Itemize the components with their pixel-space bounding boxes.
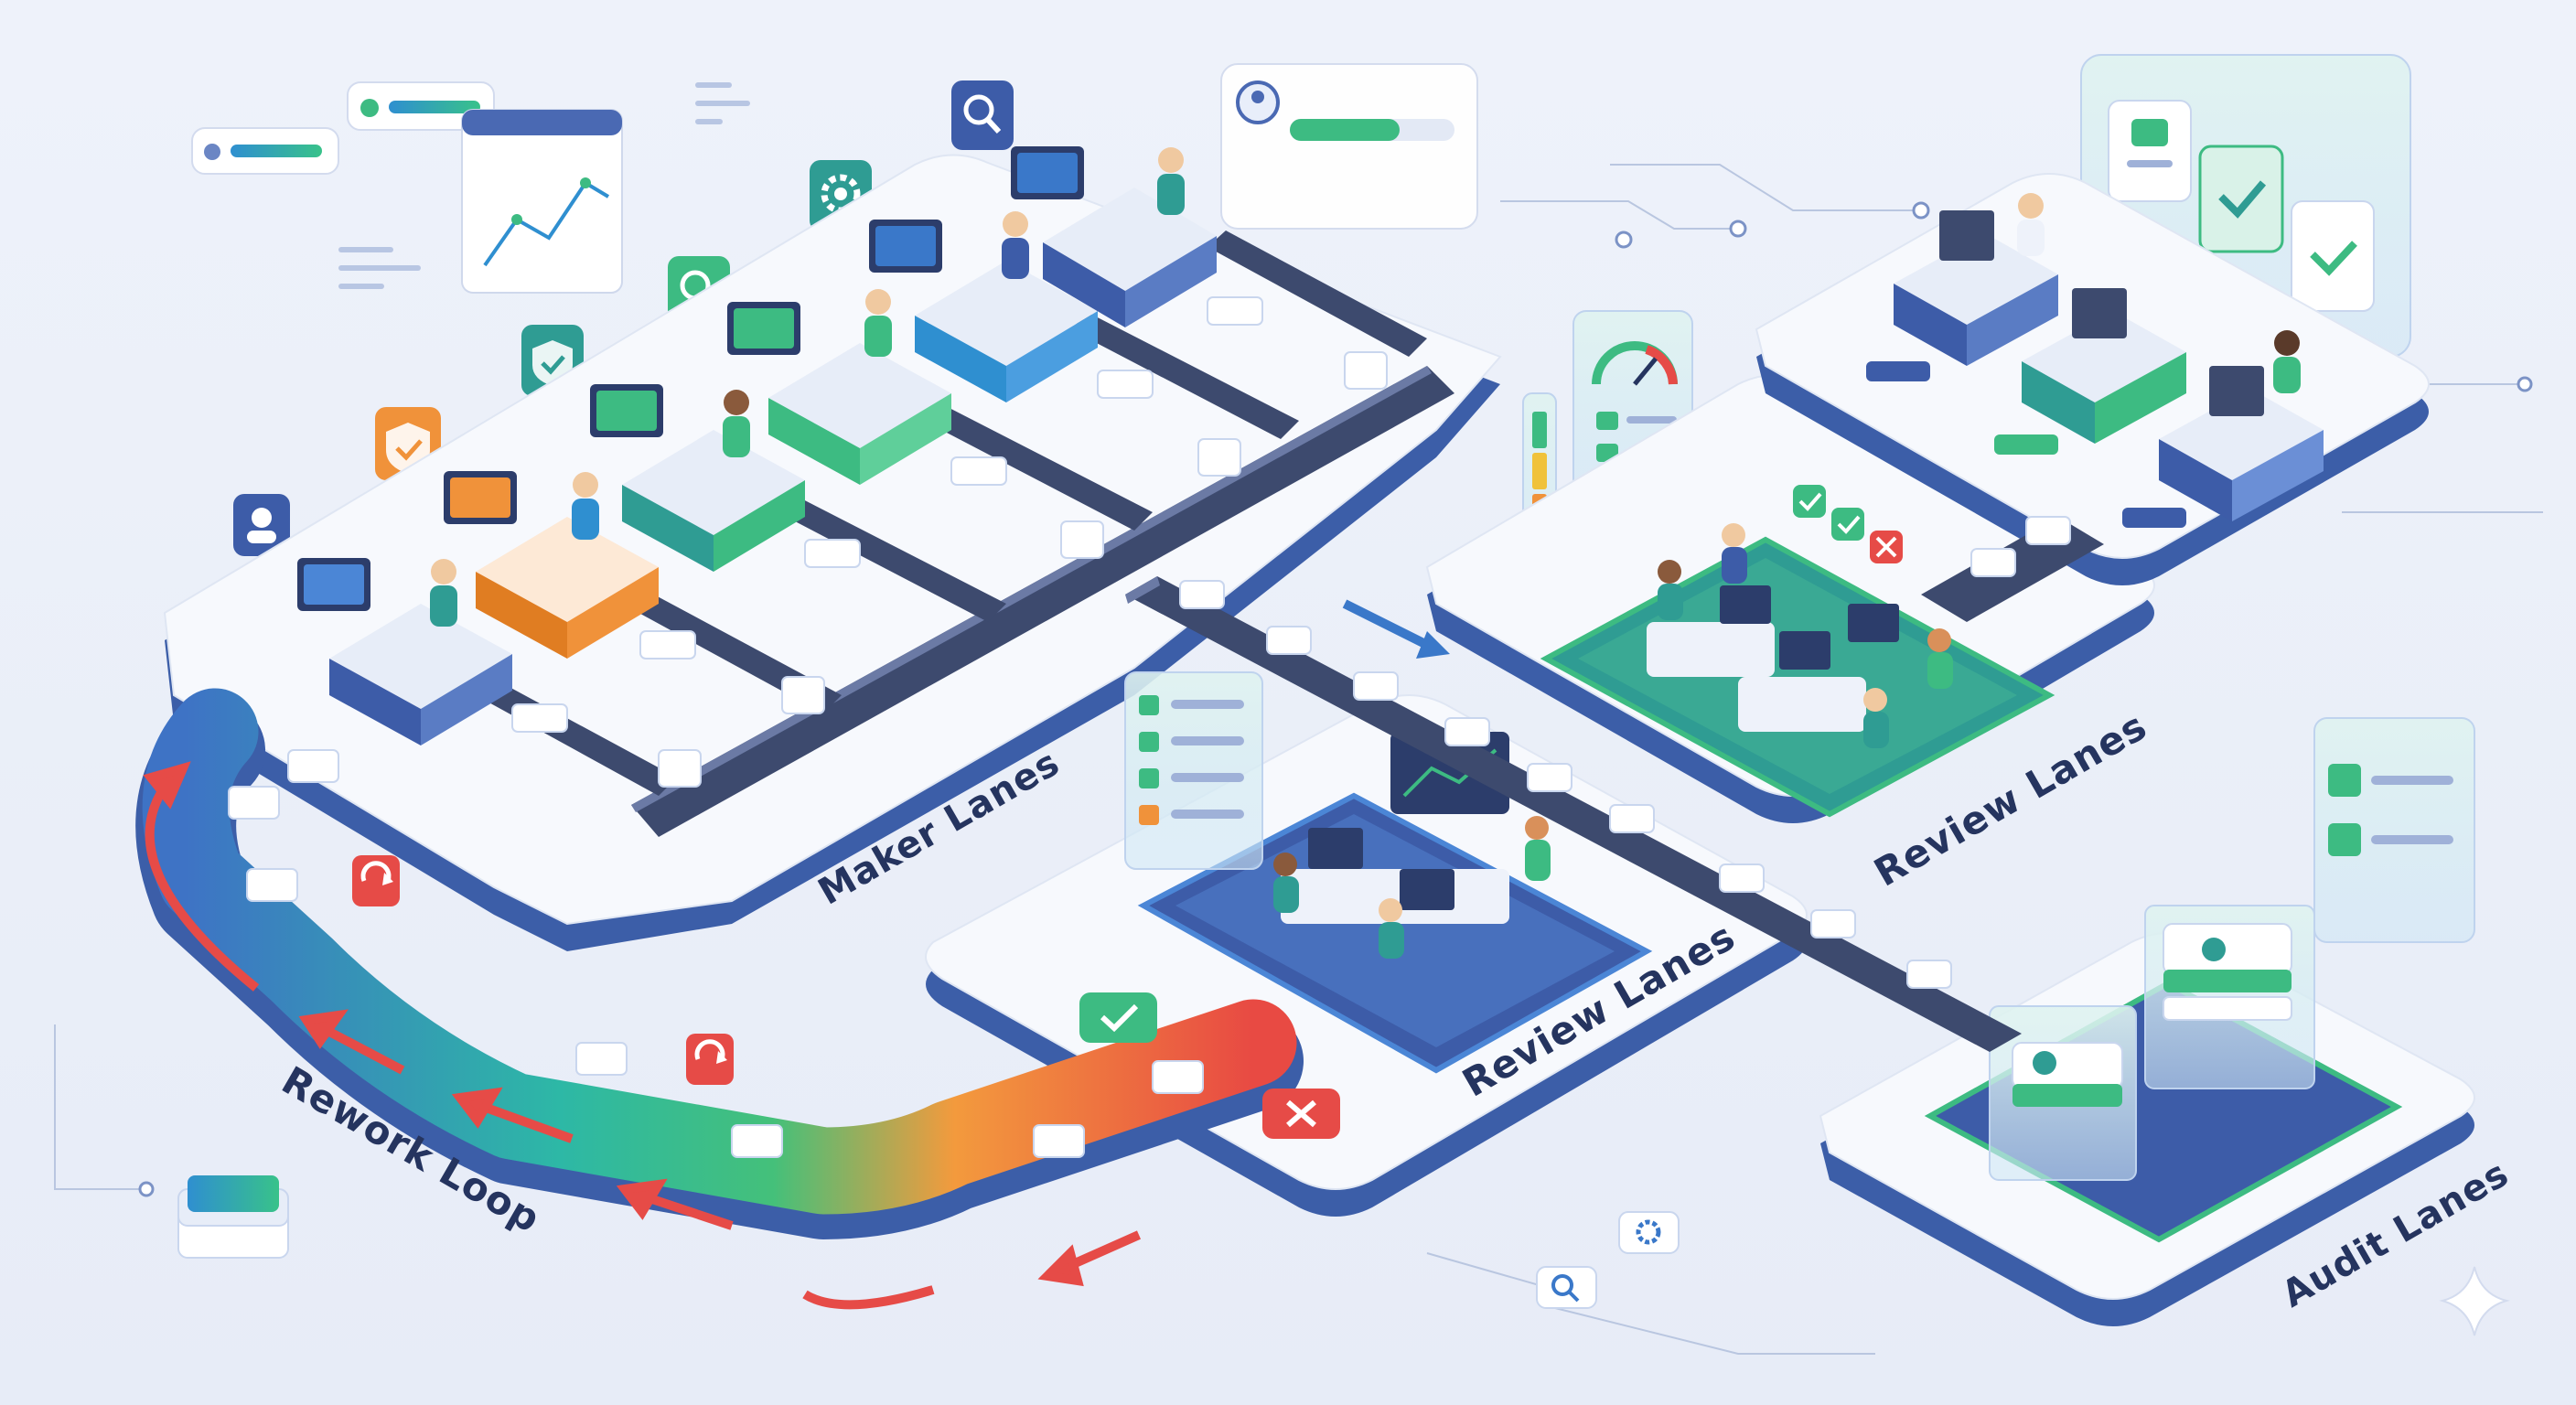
workstation (869, 211, 1098, 402)
x-icon (1262, 1089, 1340, 1139)
work-items (511, 296, 1388, 788)
gear-icon (1618, 1211, 1680, 1254)
status-pill (347, 81, 495, 131)
search-icon (1536, 1266, 1597, 1309)
review-checklist-panel (1124, 671, 1263, 870)
workstation (727, 289, 951, 485)
check-icon (1079, 992, 1157, 1043)
stacked-module (177, 1175, 289, 1259)
maker-conveyors (476, 231, 1454, 837)
maker-workstations (297, 146, 1217, 745)
rework-arrows (143, 761, 1142, 1310)
circuit-nodes (138, 201, 2533, 1197)
decision-chips (1793, 485, 1903, 563)
status-pill (191, 127, 339, 175)
main-conveyor (1125, 516, 2104, 1052)
workstation (444, 471, 659, 659)
chart-window-panel (461, 109, 623, 294)
workstation (1011, 146, 1217, 327)
search-icon (951, 80, 1014, 150)
progress-panel (1220, 63, 1478, 230)
audit-checklist-panel (2313, 717, 2475, 943)
user-shield-icon (233, 494, 290, 556)
workstation (297, 558, 512, 745)
audit-desk-platform (1755, 173, 2430, 585)
data-stream (338, 82, 750, 289)
refresh-icon (352, 855, 400, 906)
review-right-platform (1425, 374, 2155, 823)
refresh-icon (686, 1034, 734, 1085)
flow-arrow (1342, 599, 1450, 659)
sparkle-icon (2439, 1266, 2510, 1336)
workstation (590, 384, 805, 572)
audit-platform (1819, 905, 2475, 1326)
